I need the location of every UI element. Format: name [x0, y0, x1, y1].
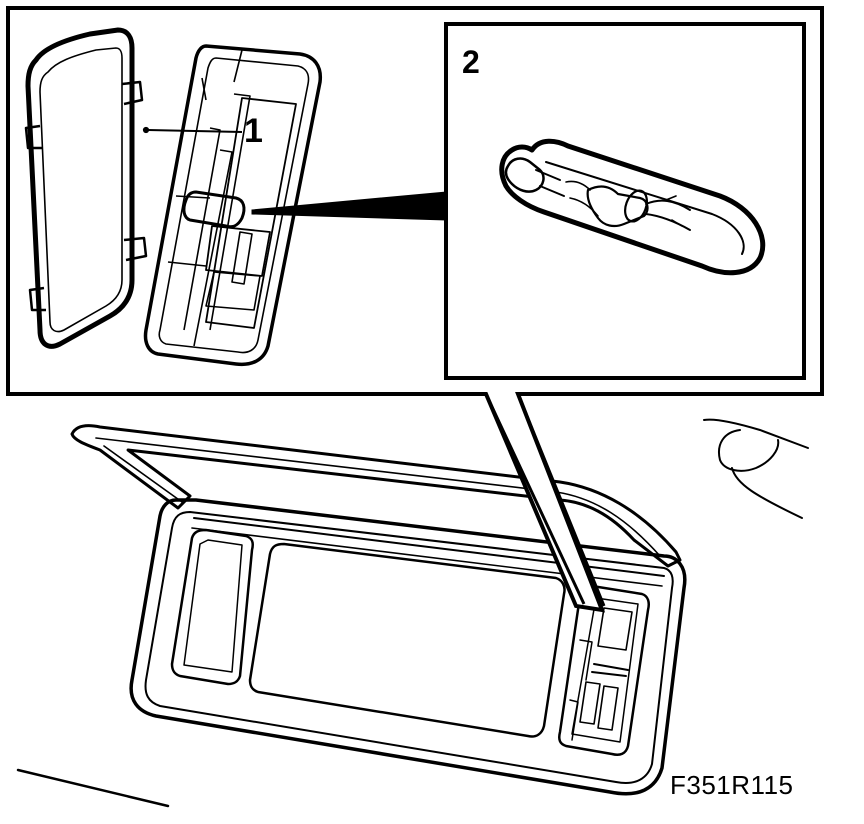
lamp-housing [143, 44, 323, 367]
figure-code: F351R115 [670, 770, 794, 800]
callout-label-1: 1 [244, 112, 263, 150]
bulb-in-housing [182, 190, 246, 229]
vanity-mirror [248, 542, 566, 738]
callout-leader-1 [147, 129, 243, 133]
visor-lid [70, 424, 682, 568]
roof-lines [16, 418, 809, 808]
left-lamp-window [170, 528, 254, 686]
wedge-bulb-icon [499, 138, 766, 276]
visor-body [129, 498, 687, 796]
sun-visor [70, 424, 687, 796]
lens-cover [24, 27, 150, 349]
callout-pointer [484, 393, 606, 607]
callout-label-2: 2 [462, 44, 480, 80]
zoom-inset-frame [444, 22, 806, 380]
